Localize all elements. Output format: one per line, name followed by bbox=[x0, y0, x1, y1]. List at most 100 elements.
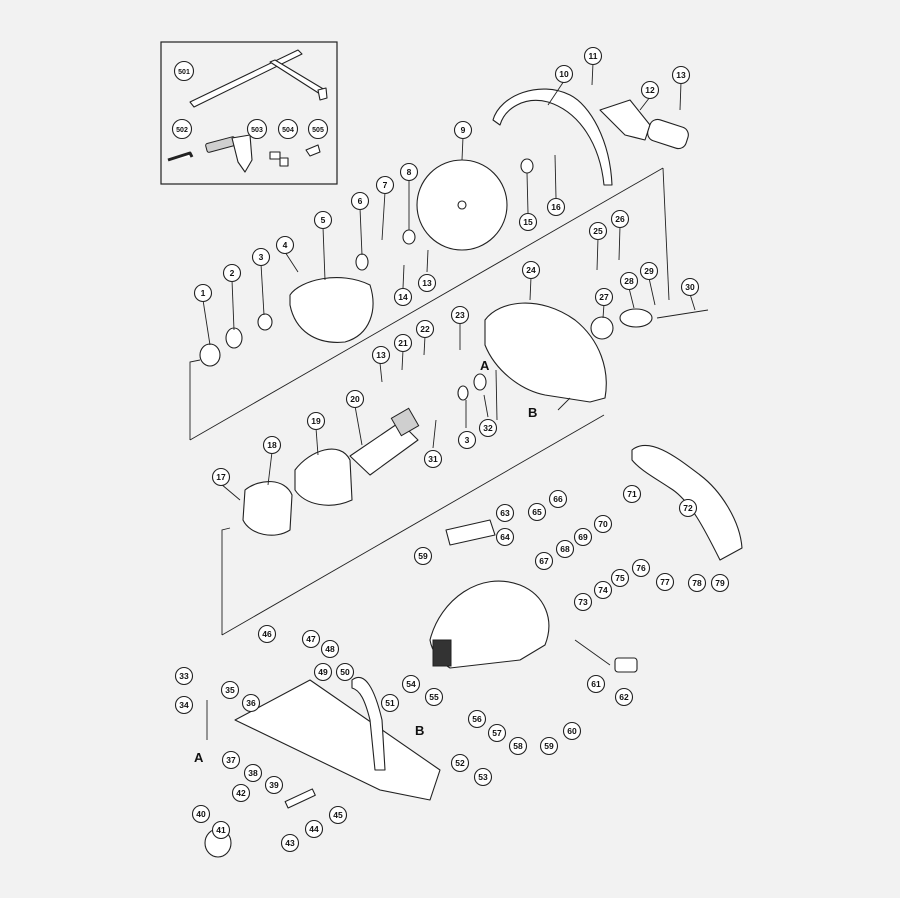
callout-circle bbox=[478, 418, 498, 438]
callout-66: 66 bbox=[548, 489, 568, 509]
callout-30: 30 bbox=[680, 277, 700, 297]
callout-bubbles: 1234567891011121314151617181920212223242… bbox=[171, 46, 730, 853]
callout-5: 5 bbox=[313, 210, 333, 230]
callout-number: 61 bbox=[591, 679, 601, 689]
callout-49: 49 bbox=[313, 662, 333, 682]
callout-circle bbox=[350, 191, 370, 211]
callout-number: 68 bbox=[560, 544, 570, 554]
callout-14: 14 bbox=[393, 287, 413, 307]
callout-circle bbox=[619, 271, 639, 291]
callout-number: 33 bbox=[179, 671, 189, 681]
saw-cover-part bbox=[492, 88, 613, 186]
callout-circle bbox=[262, 435, 282, 455]
callout-number: 53 bbox=[478, 772, 488, 782]
callout-number: 43 bbox=[285, 838, 295, 848]
callout-circle bbox=[211, 820, 231, 840]
callout-number: 79 bbox=[715, 578, 725, 588]
callout-circle bbox=[487, 723, 507, 743]
motor-housing-part bbox=[429, 580, 550, 669]
hex-wrench-part bbox=[167, 151, 194, 162]
callout-circle bbox=[687, 573, 707, 593]
callout-circle bbox=[450, 753, 470, 773]
callout-circle bbox=[639, 261, 659, 281]
callout-circle bbox=[622, 484, 642, 504]
callout-circle bbox=[593, 580, 613, 600]
callout-circle bbox=[610, 209, 630, 229]
callout-number: 50 bbox=[340, 667, 350, 677]
callout-circle bbox=[593, 514, 613, 534]
callout-number: 59 bbox=[418, 551, 428, 561]
callout-number: 3 bbox=[465, 435, 470, 445]
callout-circle bbox=[375, 175, 395, 195]
callout-circle bbox=[221, 750, 241, 770]
callout-1: 1 bbox=[193, 283, 213, 303]
callout-35: 35 bbox=[220, 680, 240, 700]
callout-33: 33 bbox=[174, 666, 194, 686]
callout-circle bbox=[671, 65, 691, 85]
callout-76: 76 bbox=[631, 558, 651, 578]
lower-guard-part bbox=[289, 277, 374, 343]
callout-74: 74 bbox=[593, 580, 613, 600]
callout-13: 13 bbox=[417, 273, 437, 293]
callout-13: 13 bbox=[671, 65, 691, 85]
callout-number: 21 bbox=[398, 338, 408, 348]
callout-circle bbox=[527, 502, 547, 522]
lock-lever-part bbox=[205, 134, 253, 173]
callout-number: 20 bbox=[350, 394, 360, 404]
callout-3: 3 bbox=[251, 247, 271, 267]
callout-67: 67 bbox=[534, 551, 554, 571]
callout-number: 17 bbox=[216, 472, 226, 482]
callout-75: 75 bbox=[610, 568, 630, 588]
callout-number: 64 bbox=[500, 532, 510, 542]
callout-55: 55 bbox=[424, 687, 444, 707]
callout-number: 4 bbox=[283, 240, 288, 250]
callout-circle bbox=[495, 503, 515, 523]
callout-63: 63 bbox=[495, 503, 515, 523]
dust-nozzle-part bbox=[599, 99, 689, 150]
callout-number: 39 bbox=[269, 780, 279, 790]
callout-24: 24 bbox=[521, 260, 541, 280]
callout-circle bbox=[518, 212, 538, 232]
stator-part bbox=[242, 481, 293, 536]
callout-number: 52 bbox=[455, 758, 465, 768]
callout-number: 24 bbox=[526, 265, 536, 275]
callout-8: 8 bbox=[399, 162, 419, 182]
callout-circle bbox=[264, 775, 284, 795]
callout-50: 50 bbox=[335, 662, 355, 682]
callout-45: 45 bbox=[328, 805, 348, 825]
callout-73: 73 bbox=[573, 592, 593, 612]
callout-25: 25 bbox=[588, 221, 608, 241]
callout-circle bbox=[539, 736, 559, 756]
callout-number: 36 bbox=[246, 698, 256, 708]
callout-18: 18 bbox=[262, 435, 282, 455]
callout-number: 7 bbox=[383, 180, 388, 190]
callout-56: 56 bbox=[467, 709, 487, 729]
callout-number: 32 bbox=[483, 423, 493, 433]
callout-6: 6 bbox=[350, 191, 370, 211]
callout-circle bbox=[473, 767, 493, 787]
callout-circle bbox=[320, 639, 340, 659]
callout-circle bbox=[640, 80, 660, 100]
callout-number: 1 bbox=[201, 288, 206, 298]
callout-circle bbox=[680, 277, 700, 297]
callout-circle bbox=[586, 674, 606, 694]
callout-10: 10 bbox=[554, 64, 574, 84]
callout-23: 23 bbox=[450, 305, 470, 325]
callout-number: 31 bbox=[428, 454, 438, 464]
callout-32: 32 bbox=[478, 418, 498, 438]
ref-letter-a-lower: A bbox=[194, 750, 204, 765]
callout-13: 13 bbox=[371, 345, 391, 365]
callout-number: 73 bbox=[578, 597, 588, 607]
ref-letter-b-lower: B bbox=[415, 723, 424, 738]
callout-number: 34 bbox=[179, 700, 189, 710]
callout-circle bbox=[173, 60, 195, 82]
callout-58: 58 bbox=[508, 736, 528, 756]
callout-circle bbox=[174, 695, 194, 715]
callout-2: 2 bbox=[222, 263, 242, 283]
callout-36: 36 bbox=[241, 693, 261, 713]
callout-41: 41 bbox=[211, 820, 231, 840]
callout-number: 58 bbox=[513, 741, 523, 751]
callout-3: 3 bbox=[457, 430, 477, 450]
callout-15: 15 bbox=[518, 212, 538, 232]
callout-number: 23 bbox=[455, 310, 465, 320]
